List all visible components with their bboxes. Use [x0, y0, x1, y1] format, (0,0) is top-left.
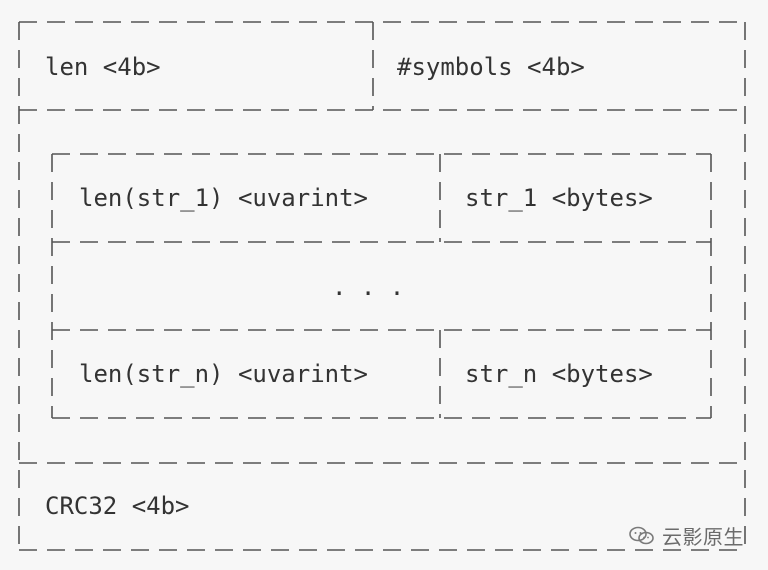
row-1-left-label: len(str_1) <uvarint> — [79, 184, 368, 212]
header-left-label: len <4b> — [45, 53, 161, 81]
row-n-left-label: len(str_n) <uvarint> — [79, 360, 368, 388]
inner-table — [51, 153, 712, 419]
outer-frame — [18, 21, 746, 551]
footer-label: CRC32 <4b> — [45, 492, 190, 520]
row-n-right-label: str_n <bytes> — [465, 360, 653, 388]
row-1-right-label: str_1 <bytes> — [465, 184, 653, 212]
wechat-icon — [629, 526, 654, 544]
header-right-label: #symbols <4b> — [397, 53, 585, 81]
watermark-text: 云影原生 — [662, 525, 744, 549]
watermark: 云影原生 — [628, 521, 744, 550]
ellipsis-row-label: . . . — [332, 273, 404, 301]
